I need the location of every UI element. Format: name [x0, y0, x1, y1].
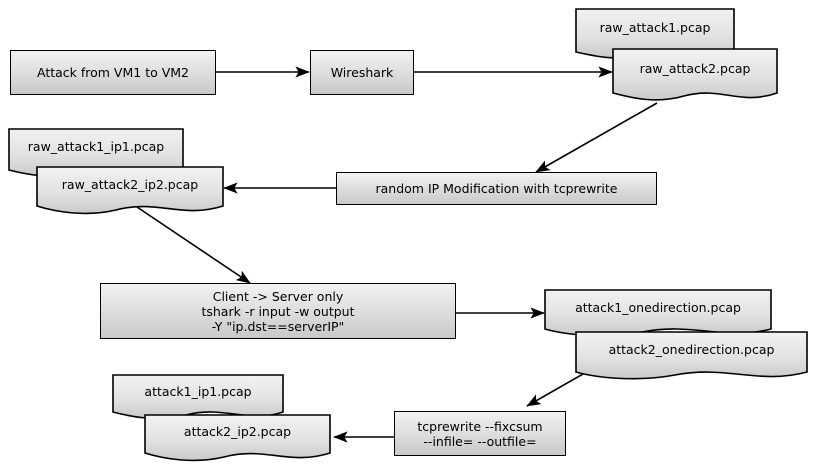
node-raw-attack2-pcap[interactable]: raw_attack2.pcap [612, 48, 778, 106]
node-attack2-onedirection-pcap[interactable]: attack2_onedirection.pcap [575, 331, 808, 385]
arrow-rawattack2-to-randomipmod [535, 102, 658, 173]
node-attack-from-vm1-to-vm2[interactable]: Attack from VM1 to VM2 [10, 50, 216, 95]
node-tshark-client-to-server-filter[interactable]: Client -> Server only tshark -r input -w… [100, 283, 456, 339]
node-label: Attack from VM1 to VM2 [36, 65, 189, 80]
node-attack2-ip2-pcap[interactable]: attack2_ip2.pcap [144, 414, 331, 466]
node-label: Client -> Server only tshark -r input -w… [201, 288, 355, 334]
document-shape [144, 414, 331, 462]
node-label: random IP Modification with tcprewrite [375, 181, 618, 196]
document-shape [575, 331, 808, 380]
node-random-ip-modification[interactable]: random IP Modification with tcprewrite [336, 172, 657, 205]
node-raw-attack2-ip2-pcap[interactable]: raw_attack2_ip2.pcap [36, 166, 224, 220]
node-label: tcprewrite --fixcsum --infile= --outfile… [417, 418, 543, 449]
node-wireshark[interactable]: Wireshark [310, 50, 414, 95]
node-label: Wireshark [330, 65, 394, 80]
node-tcprewrite-fixcsum[interactable]: tcprewrite --fixcsum --infile= --outfile… [394, 411, 566, 456]
document-shape [36, 166, 224, 215]
document-shape [612, 48, 778, 101]
